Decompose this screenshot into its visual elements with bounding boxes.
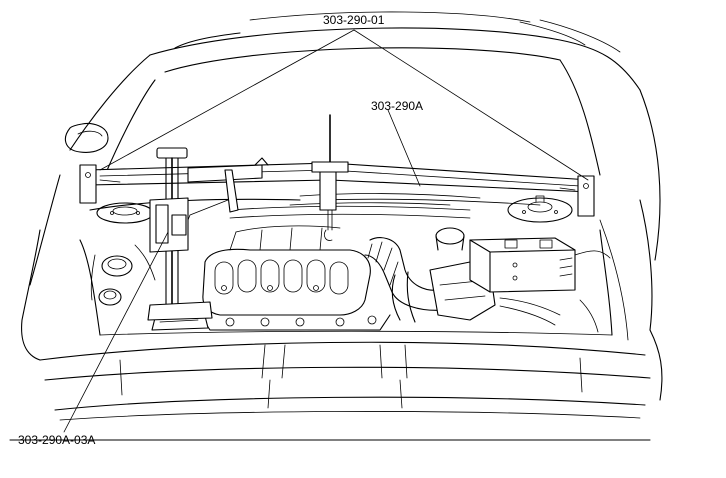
center-lift-hook (311, 114, 349, 241)
label-303-290A-03A: 303-290A-03A (18, 433, 95, 447)
cowl-panel (229, 193, 481, 219)
front-bumper (9, 341, 651, 441)
engine-front (199, 314, 391, 331)
fender-lines (21, 174, 663, 401)
left-components (90, 244, 156, 306)
left-strut-tower (96, 202, 154, 224)
coolant-reservoir (435, 227, 465, 251)
label-303-290A: 303-290A (371, 99, 423, 113)
air-intake-duct (364, 237, 446, 323)
side-mirror (64, 122, 109, 153)
battery (469, 237, 611, 293)
support-base (147, 301, 213, 321)
left-lift-arm (179, 157, 269, 241)
right-strut-tower (507, 195, 573, 223)
hood-outline (69, 11, 661, 261)
support-leg (149, 147, 209, 331)
hoses-right (499, 297, 599, 333)
engine-bay (79, 198, 613, 336)
label-303-290-01: 303-290-01 (323, 13, 385, 27)
intake-manifold (202, 225, 371, 316)
leader-lines (63, 29, 589, 433)
